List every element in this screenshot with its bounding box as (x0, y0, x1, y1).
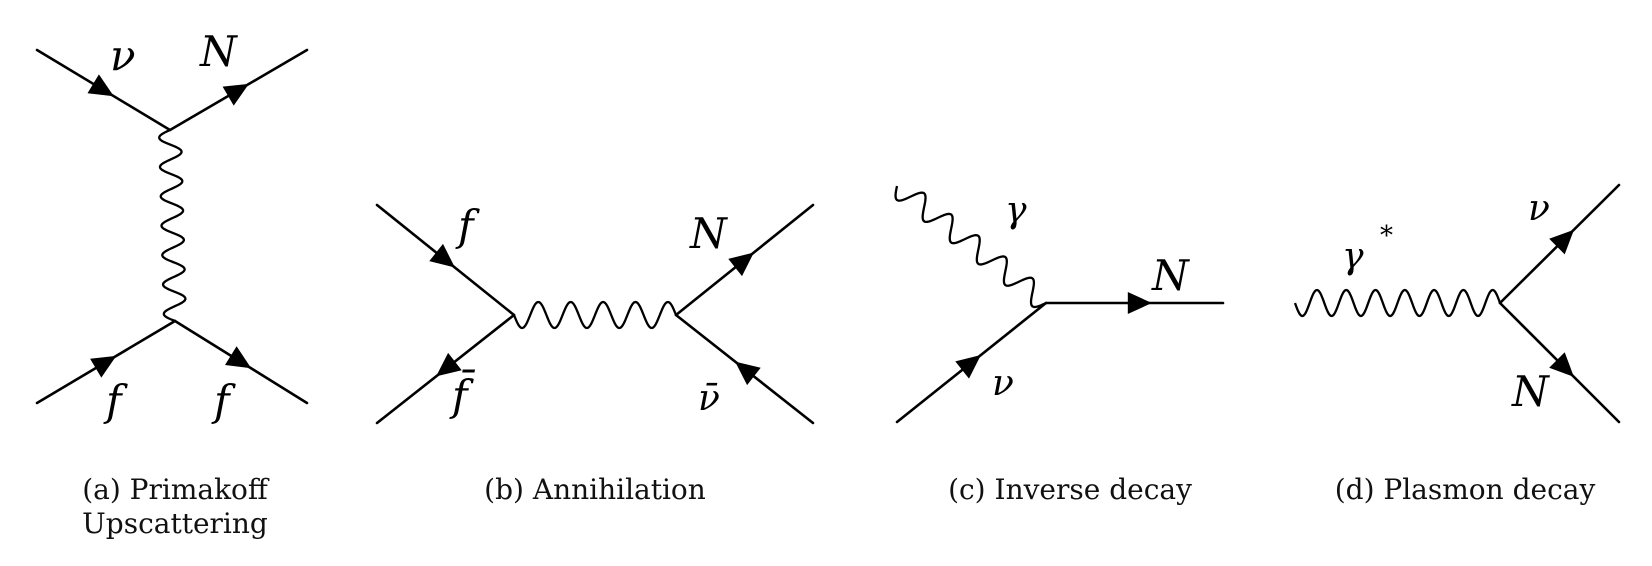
caption-d: (d) Plasmon decay (1334, 473, 1596, 506)
c-label-heavy-neutrino: N (1151, 251, 1190, 300)
d-plasmon-line (1293, 288, 1502, 318)
diagram-b: f f̄ N ν̄ (375, 201, 815, 425)
a-label-heavy-neutrino: N (199, 27, 238, 76)
a-arrow-outgoing-fermion (225, 346, 252, 369)
c-label-neutrino: ν (992, 363, 1014, 404)
b-arrow-heavy-neutrino (728, 252, 754, 277)
a-label-neutrino: ν (110, 31, 136, 80)
c-arrow-incoming-neutrino (955, 355, 981, 379)
b-label-fermion: f (455, 201, 480, 250)
a-arrow-outgoing-heavy-neutrino (222, 83, 249, 106)
c-label-photon: γ (1005, 190, 1027, 231)
d-label-plasmon: γ (1342, 236, 1364, 277)
a-label-fermion-out: f (211, 376, 236, 425)
b-label-heavy-neutrino: N (689, 209, 728, 258)
caption-b: (b) Annihilation (484, 473, 706, 506)
c-photon-line (894, 185, 1047, 309)
c-arrow-heavy-neutrino (1127, 292, 1152, 314)
diagram-c: γ N ν (894, 185, 1225, 424)
caption-a-line2: Upscattering (82, 507, 268, 540)
d-label-heavy-neutrino: N (1511, 367, 1550, 416)
a-photon-propagator (158, 128, 187, 323)
d-arrow-heavy-neutrino (1549, 352, 1574, 377)
b-arrow-antineutrino (735, 361, 761, 386)
a-label-fermion-in: f (103, 376, 128, 425)
a-arrow-incoming-fermion (90, 355, 117, 378)
b-arrow-incoming-fermion (429, 243, 455, 268)
caption-a-line1: (a) Primakoff (82, 473, 268, 506)
b-label-antifermion: f̄ (449, 368, 476, 420)
diagram-a: ν N f f (35, 27, 309, 425)
b-photon-propagator (512, 300, 678, 330)
a-arrow-incoming-neutrino (87, 74, 114, 97)
d-arrow-neutrino (1549, 229, 1574, 255)
caption-a: (a) Primakoff Upscattering (55, 473, 295, 541)
diagram-d: γ * ν N (1293, 183, 1621, 424)
d-label-plasmon-superscript: * (1380, 221, 1393, 251)
caption-c: (c) Inverse decay (948, 473, 1192, 506)
b-label-antineutrino: ν̄ (698, 378, 720, 419)
d-label-neutrino: ν (1528, 188, 1550, 229)
b-arrow-antifermion (436, 352, 462, 377)
